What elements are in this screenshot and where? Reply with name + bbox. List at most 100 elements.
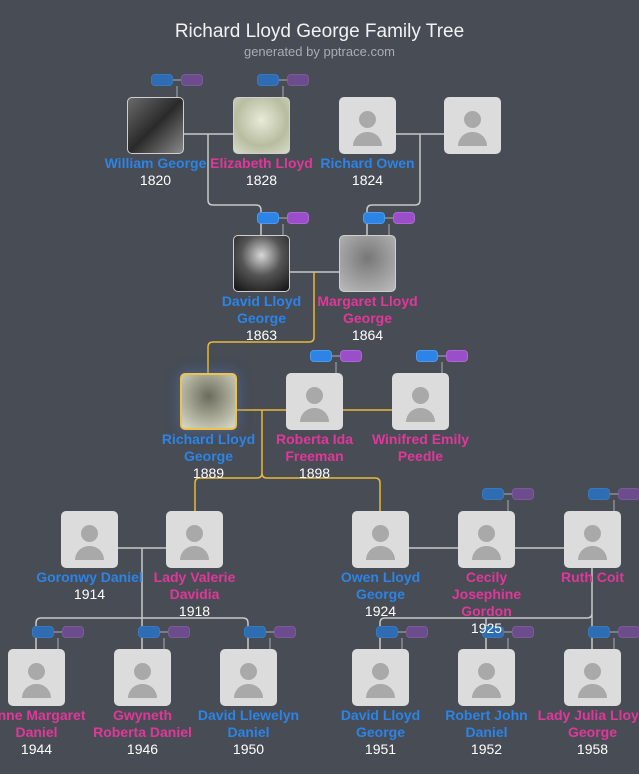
connector-line (207, 272, 315, 373)
person-name: William George (104, 155, 207, 171)
connector-line (504, 493, 512, 511)
connector-line (504, 631, 512, 649)
person-card-richard_lg[interactable] (180, 373, 237, 430)
connector-line (54, 631, 62, 649)
person-card-ruth[interactable] (564, 511, 621, 568)
person-card-cecily[interactable] (458, 511, 515, 568)
expand-mother-button[interactable] (512, 488, 534, 500)
expand-mother-button[interactable] (181, 74, 203, 86)
person-name: Owen Lloyd George (340, 569, 421, 602)
person-birth-year: 1863 (245, 327, 278, 343)
expand-mother-button[interactable] (618, 626, 639, 638)
expand-mother-button[interactable] (512, 626, 534, 638)
person-birth-year: 1951 (364, 741, 397, 757)
connector-line (438, 355, 446, 373)
person-card-margaret[interactable] (339, 235, 396, 292)
person-card-roberta[interactable] (286, 373, 343, 430)
expand-father-button[interactable] (482, 626, 504, 638)
person-birth-year: 1946 (126, 741, 159, 757)
person-name: Richard Lloyd George (161, 431, 256, 464)
person-card-winifred[interactable] (392, 373, 449, 430)
expand-mother-button[interactable] (62, 626, 84, 638)
expand-mother-button[interactable] (287, 212, 309, 224)
page-title: Richard Lloyd George Family Tree (174, 21, 465, 42)
person-card-goronwy[interactable] (61, 511, 118, 568)
person-birth-year: 1952 (470, 741, 503, 757)
person-card-david_l[interactable] (220, 649, 277, 706)
expand-father-button[interactable] (257, 74, 279, 86)
expand-father-button[interactable] (257, 212, 279, 224)
expand-mother-button[interactable] (393, 212, 415, 224)
expand-mother-button[interactable] (168, 626, 190, 638)
expand-father-button[interactable] (32, 626, 54, 638)
person-card-david_lg[interactable] (352, 649, 409, 706)
connector-line (398, 631, 406, 649)
person-card-julia[interactable] (564, 649, 621, 706)
person-name: Richard Owen (320, 155, 415, 171)
person-name: David Lloyd George (221, 293, 302, 326)
expand-father-button[interactable] (588, 626, 610, 638)
person-card-anne[interactable] (8, 649, 65, 706)
expand-father-button[interactable] (310, 350, 332, 362)
person-label[interactable]: Winifred Emily Peedle (366, 431, 476, 465)
person-card-gwyneth[interactable] (114, 649, 171, 706)
expand-father-button[interactable] (363, 212, 385, 224)
expand-mother-button[interactable] (446, 350, 468, 362)
expand-father-button[interactable] (138, 626, 160, 638)
expand-mother-button[interactable] (274, 626, 296, 638)
person-card-robert[interactable] (458, 649, 515, 706)
expand-father-button[interactable] (244, 626, 266, 638)
person-birth-year: 1958 (576, 741, 609, 757)
person-card-unknown[interactable] (444, 97, 501, 154)
person-card-richard_owen[interactable] (339, 97, 396, 154)
connector-line (35, 547, 249, 649)
person-birth-year: 1944 (20, 741, 53, 757)
person-name: Margaret Lloyd George (317, 293, 418, 326)
person-label[interactable]: Ruth Coit (538, 569, 639, 586)
page-subtitle: generated by pptrace.com (243, 44, 396, 59)
person-card-elizabeth[interactable] (233, 97, 290, 154)
person-birth-year: 1914 (73, 586, 106, 602)
person-card-owen[interactable] (352, 511, 409, 568)
person-name: David Lloyd George (340, 707, 421, 740)
expand-father-button[interactable] (151, 74, 173, 86)
connector-line (610, 493, 618, 511)
person-birth-year: 1864 (351, 327, 384, 343)
expand-father-button[interactable] (376, 626, 398, 638)
expand-mother-button[interactable] (618, 488, 639, 500)
person-birth-year: 1828 (245, 172, 278, 188)
person-name: Anne Margaret Daniel (0, 707, 86, 740)
person-card-william[interactable] (127, 97, 184, 154)
expand-father-button[interactable] (588, 488, 610, 500)
expand-mother-button[interactable] (287, 74, 309, 86)
expand-father-button[interactable] (482, 488, 504, 500)
connector-line (279, 217, 287, 235)
person-name: Cecily Josephine Gordon (451, 569, 522, 619)
connector-line (173, 79, 181, 97)
expand-father-button[interactable] (416, 350, 438, 362)
connector-line (332, 355, 340, 373)
expand-mother-button[interactable] (340, 350, 362, 362)
expand-mother-button[interactable] (406, 626, 428, 638)
person-card-david[interactable] (233, 235, 290, 292)
person-birth-year: 1924 (364, 603, 397, 619)
person-card-valerie[interactable] (166, 511, 223, 568)
